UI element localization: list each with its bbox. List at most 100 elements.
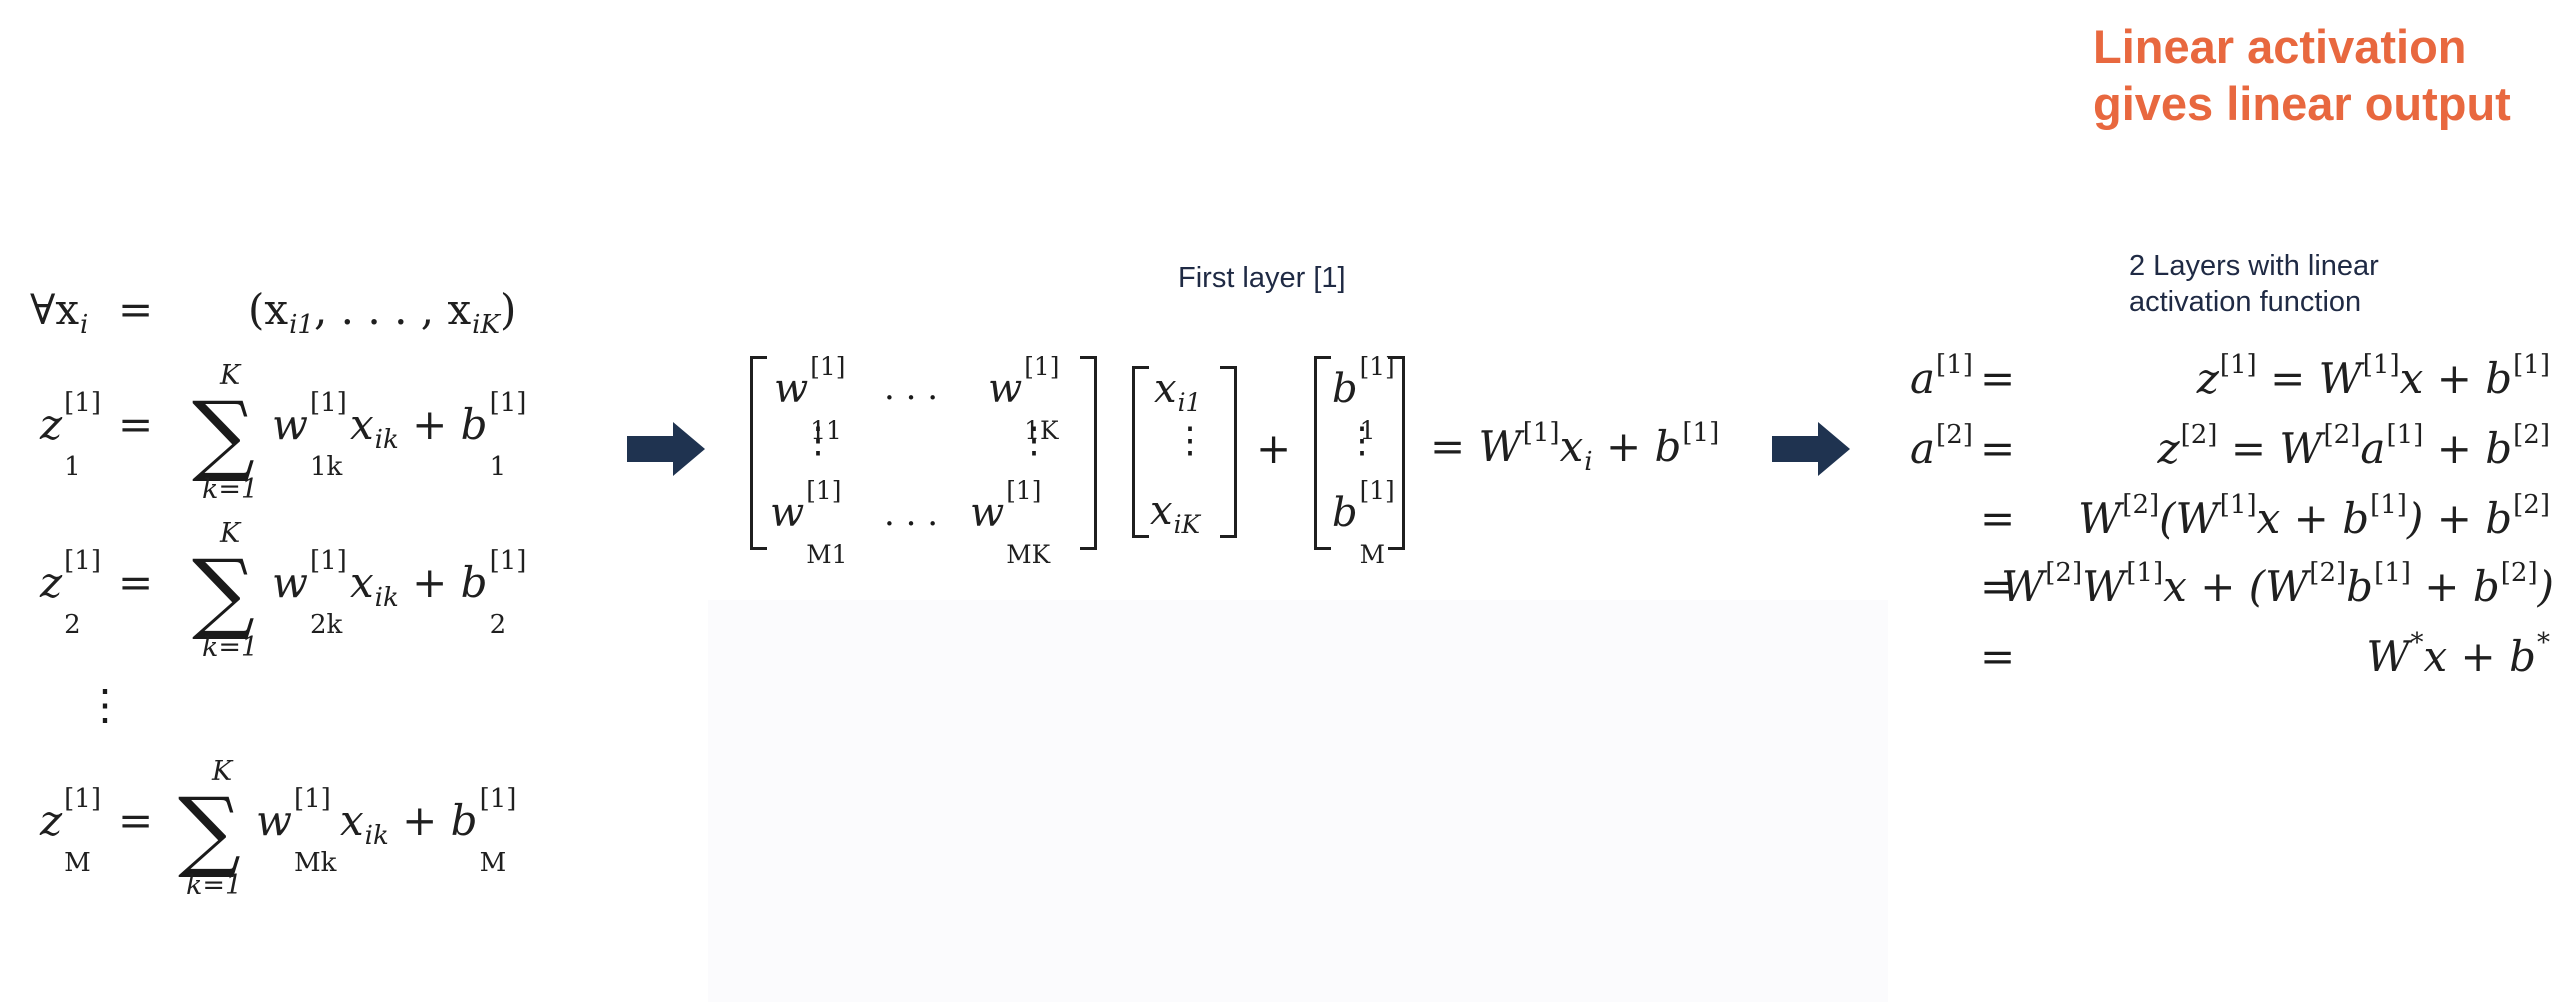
r3-x-plus-b: x + b [2256, 494, 2370, 543]
w1K-sub: 1K [1024, 416, 1059, 445]
r3-W-sup: [2] [2122, 490, 2160, 521]
matrix-plus: + [1256, 424, 1292, 473]
z1-sup: [1] [64, 388, 102, 418]
wMK-entry: w[1]MK [970, 476, 1050, 569]
w11-entry: w[1]11 [774, 352, 845, 445]
r5-W-star: * [2410, 628, 2424, 659]
r3-b1-sup: [1] [2370, 490, 2407, 521]
equals-r5: = [1980, 632, 2016, 681]
sigma-1: ∑ [192, 382, 255, 485]
b-bottom-sup: [1] [1359, 476, 1395, 505]
r2-a: a [2360, 424, 2386, 473]
zM-sup: [1] [64, 784, 102, 814]
vdots-left: ⋮ [84, 680, 126, 729]
x-row1: x [349, 400, 374, 449]
b-row1-sub: 1 [489, 452, 507, 482]
x-row2-sub: ik [374, 583, 399, 614]
r5-W: W [2366, 632, 2410, 681]
w11-sup: [1] [810, 352, 846, 381]
r4-W-sup: [2] [2309, 558, 2347, 589]
equals-r2: = [1980, 424, 2016, 473]
r3-W: W [2078, 494, 2122, 543]
w-matrix-right-bracket [1080, 356, 1097, 550]
wM1-sub: M1 [806, 540, 848, 569]
b-row2: b [460, 558, 488, 607]
z2-symbol: z [40, 558, 63, 607]
forall-rhs-close: ) [499, 285, 517, 334]
sigma-2: ∑ [192, 540, 255, 643]
wM1: w [770, 490, 805, 536]
r1-z-sup: [1] [2219, 350, 2257, 381]
sum-lower-1: k=1 [202, 474, 259, 505]
sum-upper-2: K [220, 518, 241, 549]
x-vector-left-bracket [1132, 366, 1149, 538]
right-row5: W*x + b* [2366, 628, 2550, 681]
r4-b1-sup: [1] [2374, 558, 2411, 589]
r1-b-sup: [1] [2513, 350, 2550, 381]
w-row1-sup: [1] [309, 388, 347, 418]
b-rowM-sup: [1] [479, 784, 517, 814]
b-rowM-sub: M [479, 848, 507, 878]
w-rowM-sub: Mk [293, 848, 337, 878]
b-bottom-entry: b[1]M [1332, 476, 1395, 569]
r3-b2-sup: [2] [2513, 490, 2550, 521]
x-top-entry: xi1 [1154, 366, 1201, 417]
result-x-sub: i [1584, 447, 1593, 478]
z2-lhs: z[1]2 [40, 546, 101, 640]
z1-lhs: z[1]1 [40, 388, 101, 482]
r2-plus-b: + b [2436, 424, 2513, 473]
w-row1: w [272, 400, 308, 449]
wM1-entry: w[1]M1 [770, 476, 847, 569]
result-b-sup: [1] [1682, 418, 1720, 449]
result-plus-b: + b [1605, 422, 1682, 471]
forall-sub: i [80, 310, 89, 341]
equals-row2: = [118, 558, 154, 607]
w-row1-sub: 1k [309, 452, 343, 482]
equals-rowM: = [118, 796, 154, 845]
r3-close-plus-b: ) + b [2406, 494, 2513, 543]
x-top-sub: i1 [1177, 387, 1202, 417]
b-vector-right-bracket [1388, 356, 1405, 550]
b-top-sup: [1] [1359, 352, 1395, 381]
w1K: w [988, 366, 1023, 412]
r1-W-sup: [1] [2362, 350, 2400, 381]
right-row1: z[1] = W[1]x + b[1] [2197, 350, 2550, 403]
equals-r4: = [1980, 562, 2016, 611]
plus-rowM: + [402, 796, 438, 845]
r4-plus-b: + b [2424, 562, 2500, 611]
r4-W2: W [2001, 562, 2045, 611]
x-bottom-sub: iK [1173, 509, 1201, 539]
sigma-M: ∑ [178, 778, 241, 881]
r4-close: ) [2537, 562, 2554, 611]
w-rowM: w [256, 796, 292, 845]
equals-r3: = [1980, 494, 2016, 543]
b-top-sub: 1 [1359, 416, 1376, 445]
w-row2: w [272, 558, 308, 607]
equation-forall: ∀xi [30, 285, 88, 340]
r4-W2-sup: [2] [2045, 558, 2083, 589]
b-bottom-sub: M [1359, 540, 1385, 569]
b-row2-sub: 2 [489, 610, 507, 640]
vdots-x: ⋮ [1172, 420, 1208, 461]
w11: w [774, 366, 809, 412]
first-layer-caption: First layer [1] [1178, 262, 1346, 294]
plus-row1: + [412, 400, 448, 449]
r2-b-sup: [2] [2513, 420, 2550, 451]
hdots-bottom: . . . [884, 494, 939, 534]
r4-b2-sup: [2] [2500, 558, 2538, 589]
forall-rhs-sub2: iK [472, 310, 500, 341]
r1-x-plus-b: x + b [2399, 354, 2513, 403]
x-vector-right-bracket [1220, 366, 1237, 538]
w-matrix-left-bracket [750, 356, 767, 550]
forall-rhs-mid: , . . . , x [313, 285, 472, 334]
forall-rhs-sub1: i1 [289, 310, 314, 341]
wMK-sub: MK [1006, 540, 1051, 569]
result-x: x [1559, 422, 1584, 471]
r2-z-sup: [2] [2180, 420, 2218, 451]
r4-b: b [2346, 562, 2374, 611]
x-rowM: x [339, 796, 364, 845]
right-row2: z[2] = W[2]a[1] + b[2] [2157, 420, 2550, 473]
x-rowM-sub: ik [364, 821, 389, 852]
